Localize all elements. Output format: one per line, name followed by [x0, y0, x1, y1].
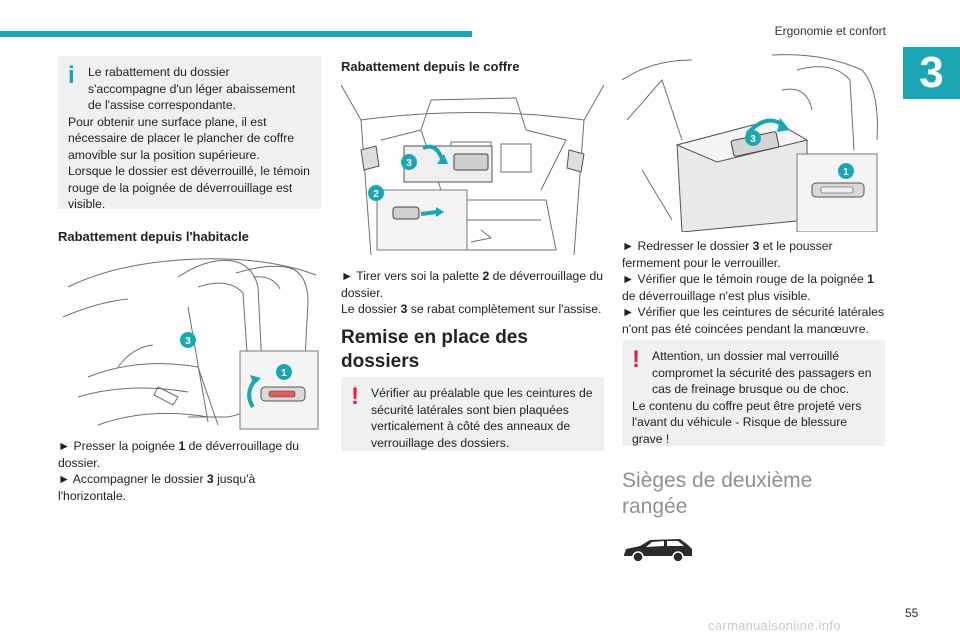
- warning-icon: !: [351, 383, 359, 410]
- callout-2-label: 2: [373, 189, 379, 200]
- warning-note-line2: Le contenu du coffre peut être projeté v…: [632, 398, 862, 446]
- step-1: ► Tirer vers soi la palette 2 de déverro…: [341, 269, 604, 300]
- section-title: Ergonomie et confort: [774, 24, 886, 38]
- seat-drawing: 3 1: [62, 258, 319, 430]
- callout-3: [745, 130, 761, 146]
- illustration-cabin-folding: 3 1: [58, 247, 321, 430]
- chapter-tab: 3: [903, 47, 960, 99]
- watermark: carmanualsonline.info: [708, 618, 841, 633]
- heading-backrest-reposition: Remise en place des dossiers: [341, 327, 528, 372]
- boot-drawing: 3 2: [341, 84, 604, 256]
- step-1: ► Presser la poignée 1 de déverrouillage…: [58, 439, 300, 470]
- step-2: ► Vérifier que le témoin rouge de la poi…: [622, 272, 874, 303]
- illustration-boot-folding: 3 2: [341, 80, 604, 260]
- cabin-folding-steps: ► Presser la poignée 1 de déverrouillage…: [58, 438, 321, 504]
- heading-cabin-folding: Rabattement depuis l'habitacle: [58, 229, 249, 244]
- warning-icon: !: [632, 346, 640, 373]
- suv-car-icon: [624, 539, 692, 563]
- callout-3-label: 3: [185, 336, 191, 347]
- heading-boot-folding: Rabattement depuis le coffre: [341, 59, 520, 74]
- step-3: ► Vérifier que les ceintures de sécurité…: [622, 305, 885, 336]
- info-note: i Le rabattement du dossier s'accompagne…: [58, 56, 321, 211]
- warning-note: ! Vérifier au préalable que les ceinture…: [341, 377, 604, 451]
- callout-3-label: 3: [750, 134, 756, 145]
- heading-second-row-seats: Sièges de deuxième rangée: [622, 469, 813, 518]
- step-2: ► Accompagner le dossier 3 jusqu'à l'hor…: [58, 472, 256, 503]
- backrest-reposition-steps: ► Redresser le dossier 3 et le pousser f…: [622, 238, 888, 337]
- callout-3: [401, 154, 417, 170]
- callout-1-label: 1: [843, 167, 849, 178]
- warning-note: ! Attention, un dossier mal verrouillé c…: [622, 340, 885, 446]
- callout-3-label: 3: [406, 158, 412, 169]
- warning-note-text: Vérifier au préalable que les ceintures …: [371, 386, 593, 450]
- info-note-line2: Pour obtenir une surface plane, il est n…: [68, 114, 295, 162]
- warning-note-line1: Attention, un dossier mal verrouillé com…: [652, 349, 872, 396]
- callout-1: [276, 364, 292, 380]
- callout-1-label: 1: [281, 368, 287, 379]
- info-note-line3: Lorsque le dossier est déverrouillé, le …: [68, 164, 310, 211]
- callout-2: [368, 185, 384, 201]
- boot-folding-steps: ► Tirer vers soi la palette 2 de déverro…: [341, 268, 604, 318]
- step-2: Le dossier 3 se rabat complètement sur l…: [341, 302, 602, 316]
- step-1: ► Redresser le dossier 3 et le pousser f…: [622, 239, 833, 270]
- info-note-line1: Le rabattement du dossier s'accompagne d…: [88, 65, 296, 112]
- page-number: 55: [905, 606, 919, 620]
- info-icon: i: [68, 62, 75, 89]
- callout-1: [838, 163, 854, 179]
- callout-3: [180, 332, 196, 348]
- illustration-backrest-reposition: 3 1: [622, 50, 885, 232]
- header-accent-bar: [0, 31, 472, 37]
- backrest-drawing: 3 1: [622, 54, 878, 232]
